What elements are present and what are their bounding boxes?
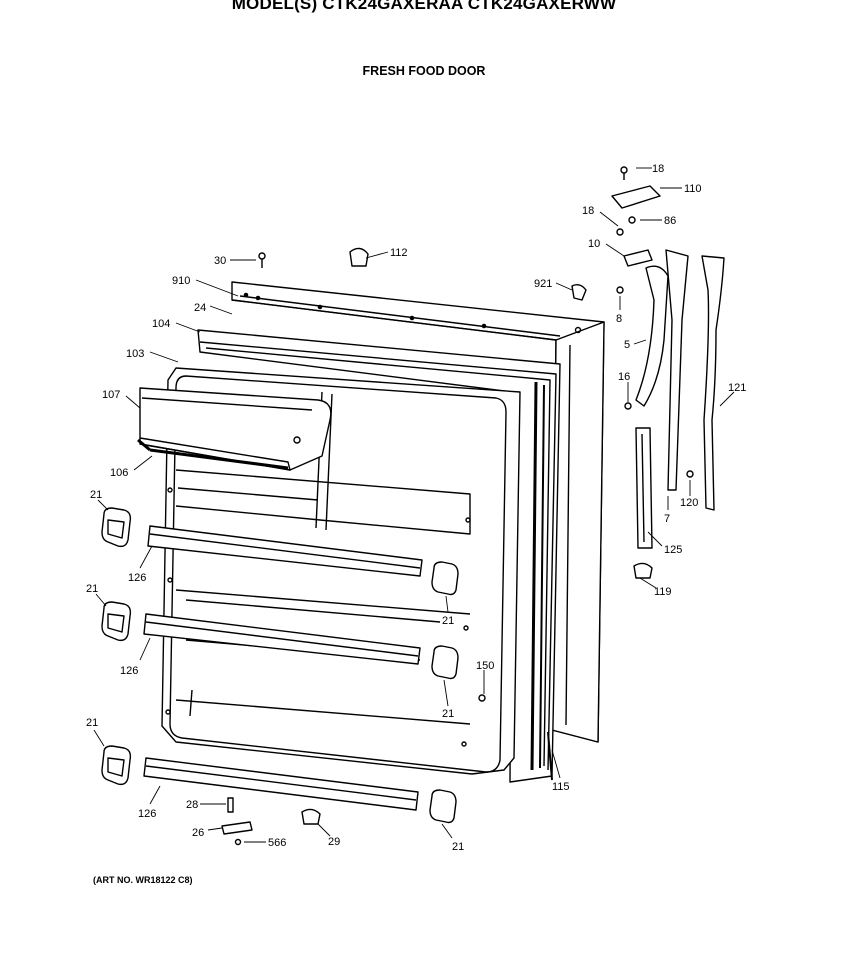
callout-120: 120 (680, 497, 698, 509)
callout-28: 28 (186, 799, 198, 811)
callout-106: 106 (110, 467, 128, 479)
callout-104: 104 (152, 318, 170, 330)
callout-125: 125 (664, 544, 682, 556)
callout-121: 121 (728, 382, 746, 394)
door-outer-panel (231, 281, 605, 743)
dairy-door (137, 387, 332, 471)
callout-910: 910 (172, 275, 190, 287)
callout-119: 119 (654, 586, 672, 598)
callout-921: 921 (534, 278, 552, 290)
callout-21: 21 (86, 717, 98, 729)
callout-110: 110 (684, 183, 702, 195)
callout-21: 21 (442, 708, 454, 720)
callout-21: 21 (90, 489, 102, 501)
callout-10: 10 (588, 238, 600, 250)
callout-16: 16 (618, 371, 630, 383)
callout-24: 24 (194, 302, 206, 314)
callout-7: 7 (664, 513, 670, 525)
callout-18: 18 (582, 205, 594, 217)
callout-126: 126 (120, 665, 138, 677)
callout-labels: 18 110 18 86 10 30 112 910 921 24 8 104 … (86, 163, 746, 853)
callout-103: 103 (126, 348, 144, 360)
callout-112: 112 (390, 247, 408, 259)
callout-115: 115 (552, 781, 570, 793)
door-shelves (143, 525, 423, 811)
door-gasket (197, 329, 561, 783)
callout-29: 29 (328, 836, 340, 848)
callout-86: 86 (664, 215, 676, 227)
callout-30: 30 (214, 255, 226, 267)
shelf-end-caps (101, 507, 459, 824)
callout-26: 26 (192, 827, 204, 839)
callout-126: 126 (138, 808, 156, 820)
callout-21: 21 (452, 841, 464, 853)
model-title: MODEL(S) CTK24GAXERAA CTK24GAXERWW (231, 0, 617, 13)
callout-126: 126 (128, 572, 146, 584)
handle-assembly (221, 166, 725, 846)
callout-18: 18 (652, 163, 664, 175)
callout-21: 21 (442, 615, 454, 627)
leader-lines (93, 167, 735, 843)
section-title: FRESH FOOD DOOR (362, 64, 486, 78)
art-number: (ART NO. WR18122 C8) (93, 875, 193, 885)
callout-21: 21 (86, 583, 98, 595)
callout-566: 566 (268, 837, 286, 849)
callout-107: 107 (102, 389, 120, 401)
callout-150: 150 (476, 660, 494, 672)
callout-8: 8 (616, 313, 622, 325)
callout-5: 5 (624, 339, 630, 351)
